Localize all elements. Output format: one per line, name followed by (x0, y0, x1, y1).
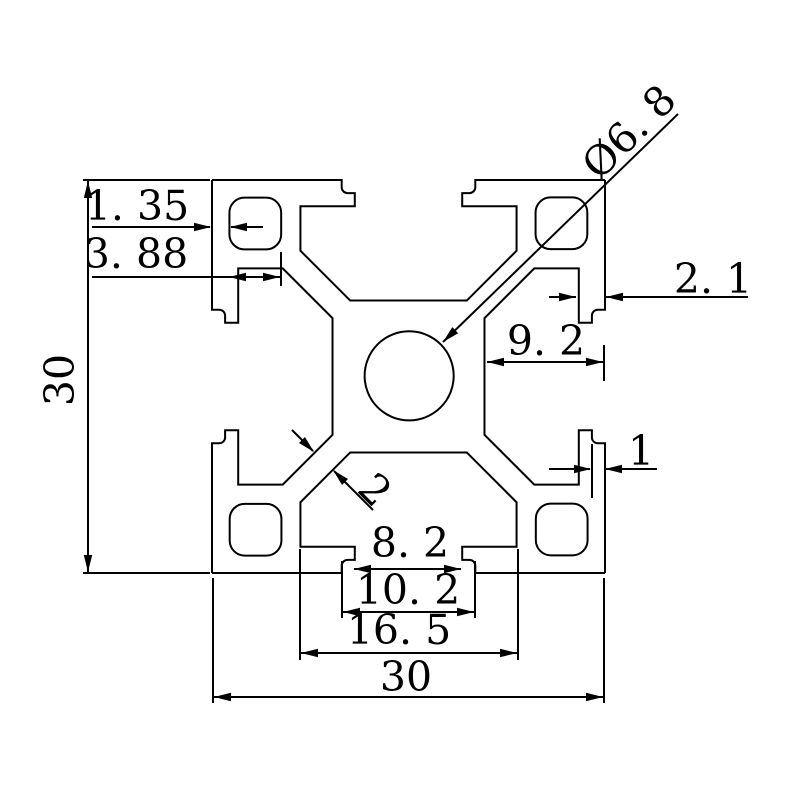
arrowhead (500, 648, 517, 658)
arrowhead (559, 292, 576, 302)
leader-line (442, 113, 679, 343)
arrowhead (83, 555, 93, 572)
dimension-label: 1. 35 (85, 182, 189, 230)
dimensions: 30 1. 35 3. 88 Ø6. 8 (36, 75, 752, 703)
dim-overall-width: 30 (212, 578, 605, 703)
dimension-label: 30 (36, 354, 84, 406)
dimension-label: 10. 2 (356, 566, 460, 614)
arrowhead (214, 692, 231, 702)
arrowhead (606, 292, 623, 302)
arrowhead (230, 222, 247, 232)
arrowhead (586, 692, 603, 702)
dim-slot-step-width: 10. 2 (341, 561, 476, 618)
dimension-label: 30 (380, 653, 432, 701)
dimension-label: 1 (628, 427, 654, 475)
dim-center-bore: Ø6. 8 (440, 75, 686, 346)
arrowhead (194, 222, 211, 232)
dimension-label: 2 (349, 464, 401, 516)
dim-slot-inner-width: 16. 5 (299, 549, 519, 660)
dimension-label: 9. 2 (507, 317, 585, 365)
dim-slot-opening: 8. 2 (354, 519, 461, 574)
profile-outline (212, 180, 605, 573)
arrowhead (487, 357, 504, 367)
dim-overall-height: 30 (36, 179, 210, 574)
arrowhead (574, 464, 591, 474)
dimension-label: 8. 2 (371, 519, 449, 567)
arrowhead (586, 357, 603, 367)
dimension-label: 16. 5 (347, 606, 451, 654)
dim-web-thickness: 2 (291, 429, 401, 516)
arrowhead (301, 648, 318, 658)
dimension-label: 3. 88 (84, 230, 188, 278)
dim-corner-hole-wall: 1. 35 (85, 182, 263, 232)
arrowhead (605, 464, 622, 474)
dim-corner-hole-width: 3. 88 (84, 230, 282, 286)
dim-lip-step: 1 (549, 427, 657, 498)
dim-lip-to-surface: 2. 1 (549, 255, 752, 303)
arrowhead (263, 272, 280, 282)
dimension-label: 2. 1 (674, 255, 752, 303)
dim-slot-depth: 9. 2 (487, 317, 605, 381)
dimension-label: Ø6. 8 (572, 75, 685, 188)
center-bore (365, 331, 454, 420)
